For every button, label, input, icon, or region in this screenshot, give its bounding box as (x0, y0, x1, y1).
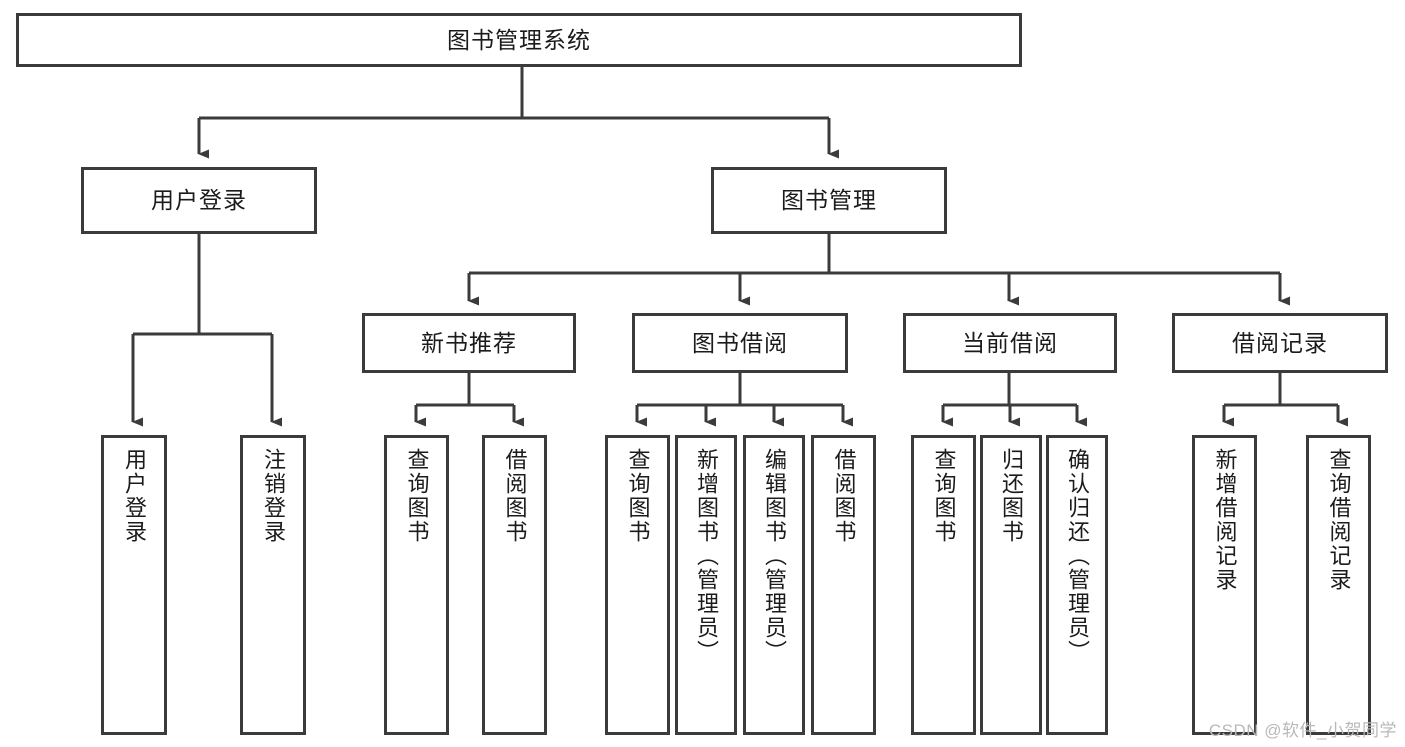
node-current-borrow-label: 当前借阅 (962, 329, 1058, 356)
leaf-return-book-label: 归还图书 (998, 448, 1024, 544)
node-user-login[interactable]: 用户登录 (81, 167, 317, 234)
leaf-borrow-book-recommend[interactable]: 借阅图书 (482, 435, 547, 735)
leaf-borrow-book-label: 借阅图书 (831, 448, 857, 544)
node-new-book-recommend-label: 新书推荐 (421, 329, 517, 356)
leaf-query-book-current-label: 查询图书 (931, 448, 957, 544)
node-book-management-label: 图书管理 (781, 187, 877, 214)
node-borrow-records-label: 借阅记录 (1232, 329, 1328, 356)
node-root-label: 图书管理系统 (447, 26, 591, 53)
node-user-login-label: 用户登录 (151, 187, 247, 214)
leaf-logout[interactable]: 注销登录 (240, 435, 306, 735)
leaf-add-book[interactable]: 新增图书（管理员） (675, 435, 737, 735)
leaf-confirm-return[interactable]: 确认归还（管理员） (1046, 435, 1108, 735)
node-book-borrow[interactable]: 图书借阅 (632, 313, 848, 373)
leaf-query-borrow-record[interactable]: 查询借阅记录 (1306, 435, 1371, 735)
node-borrow-records[interactable]: 借阅记录 (1172, 313, 1388, 373)
leaf-return-book[interactable]: 归还图书 (980, 435, 1042, 735)
node-root[interactable]: 图书管理系统 (16, 13, 1022, 67)
leaf-query-book-current[interactable]: 查询图书 (911, 435, 976, 735)
leaf-query-book-borrow-label: 查询图书 (625, 448, 651, 544)
leaf-user-login[interactable]: 用户登录 (101, 435, 167, 735)
leaf-user-login-label: 用户登录 (121, 448, 147, 544)
leaf-logout-label: 注销登录 (260, 448, 286, 544)
leaf-add-borrow-record[interactable]: 新增借阅记录 (1192, 435, 1257, 735)
leaf-borrow-book-recommend-label: 借阅图书 (502, 448, 528, 544)
leaf-query-book-recommend-label: 查询图书 (404, 448, 430, 544)
leaf-add-book-label: 新增图书（管理员） (693, 448, 719, 664)
node-current-borrow[interactable]: 当前借阅 (903, 313, 1117, 373)
node-new-book-recommend[interactable]: 新书推荐 (362, 313, 576, 373)
csdn-watermark: CSDN @软件_小贺同学 (1208, 721, 1397, 740)
leaf-confirm-return-label: 确认归还（管理员） (1064, 448, 1090, 664)
leaf-query-book-borrow[interactable]: 查询图书 (605, 435, 670, 735)
leaf-add-borrow-record-label: 新增借阅记录 (1212, 448, 1238, 592)
leaf-query-book-recommend[interactable]: 查询图书 (384, 435, 449, 735)
node-book-management[interactable]: 图书管理 (711, 167, 947, 234)
leaf-edit-book-label: 编辑图书（管理员） (761, 448, 787, 664)
leaf-edit-book[interactable]: 编辑图书（管理员） (743, 435, 805, 735)
node-book-borrow-label: 图书借阅 (692, 329, 788, 356)
leaf-query-borrow-record-label: 查询借阅记录 (1326, 448, 1352, 592)
leaf-borrow-book[interactable]: 借阅图书 (811, 435, 876, 735)
